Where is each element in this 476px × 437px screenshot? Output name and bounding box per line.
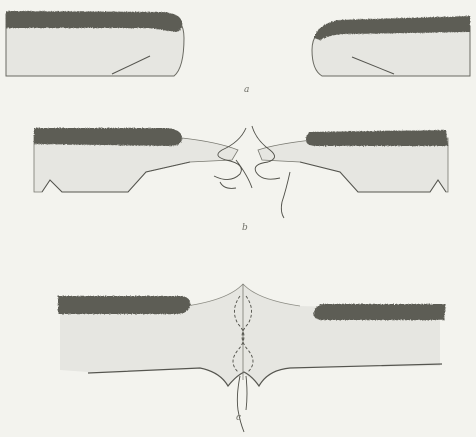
suture-thread bbox=[214, 126, 290, 218]
figure-a: a bbox=[6, 11, 470, 95]
figure-b-left-flap bbox=[34, 128, 238, 192]
figure-a-label: a bbox=[244, 85, 249, 95]
figure-b-right-flap bbox=[258, 130, 448, 192]
figure-a-right-flap bbox=[312, 16, 470, 76]
figure-c-joined-tissue bbox=[58, 284, 446, 432]
dark-layer-band-right bbox=[314, 304, 446, 320]
dark-layer-band bbox=[306, 130, 448, 146]
figure-c-label: c bbox=[236, 413, 241, 423]
dark-layer-band-left bbox=[58, 296, 190, 314]
dark-layer-band bbox=[34, 128, 182, 146]
figure-b: b bbox=[34, 126, 448, 233]
tissue-body bbox=[258, 138, 448, 192]
figure-b-label: b bbox=[242, 223, 248, 233]
figure-a-left-flap bbox=[6, 11, 184, 76]
figure-c: c bbox=[58, 284, 446, 432]
